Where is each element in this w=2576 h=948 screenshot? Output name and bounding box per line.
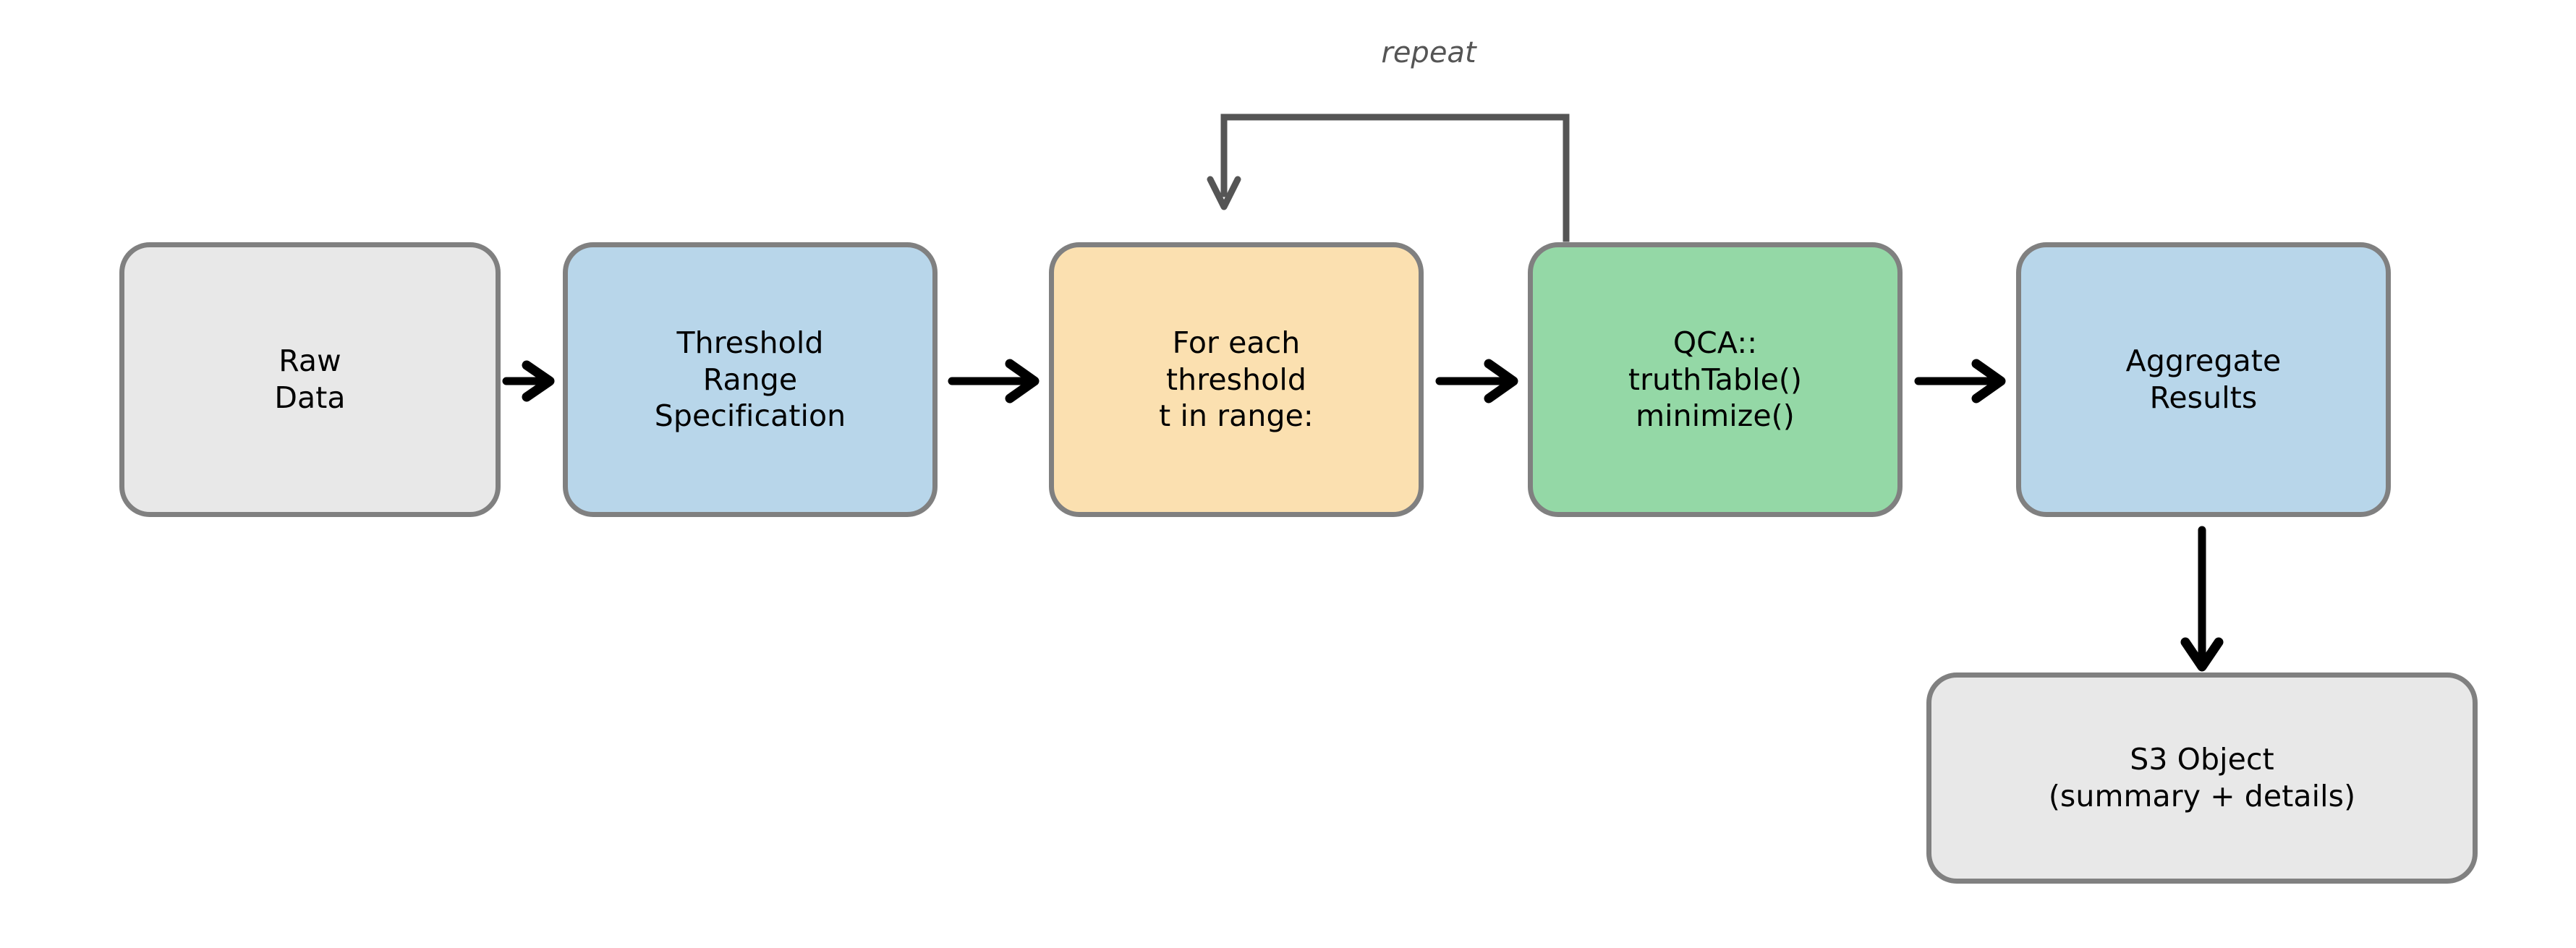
arrow-repeat-loop bbox=[1207, 114, 1570, 242]
node-raw-data[interactable]: Raw Data bbox=[119, 242, 501, 517]
arrow-qca-to-aggregate bbox=[1914, 359, 2006, 403]
node-aggregate-results[interactable]: Aggregate Results bbox=[2016, 242, 2391, 517]
node-s3-object[interactable]: S3 Object (summary + details) bbox=[1926, 672, 2478, 884]
arrow-foreach-to-qca bbox=[1435, 359, 1518, 403]
arrow-raw-data-to-threshold bbox=[502, 360, 555, 402]
node-threshold-range-specification[interactable]: Threshold Range Specification bbox=[563, 242, 938, 517]
node-for-each-threshold[interactable]: For each threshold t in range: bbox=[1049, 242, 1424, 517]
node-qca-truthtable-minimize[interactable]: QCA:: truthTable() minimize() bbox=[1528, 242, 1903, 517]
arrow-aggregate-to-s3 bbox=[2180, 526, 2224, 672]
edge-label-repeat: repeat bbox=[1381, 36, 1476, 69]
arrow-threshold-to-foreach bbox=[948, 359, 1040, 403]
